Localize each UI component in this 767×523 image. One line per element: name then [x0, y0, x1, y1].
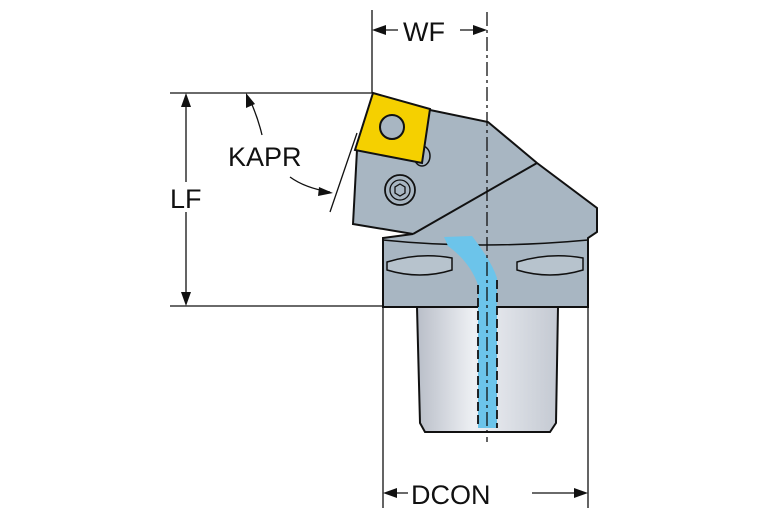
kapr-label: KAPR [228, 142, 302, 172]
kapr-edge-line [329, 132, 358, 213]
labels: WF LF KAPR DCON [170, 15, 532, 510]
hex-socket-icon [394, 183, 406, 197]
dcon-label: DCON [411, 480, 491, 510]
arrowheads [181, 25, 588, 498]
slot-left [386, 255, 453, 276]
slot-right [516, 255, 584, 276]
coolant-channel [444, 236, 497, 428]
insert-hole [379, 114, 405, 140]
clamp-split-line [412, 162, 538, 235]
wf-label: WF [403, 17, 445, 47]
lf-label: LF [170, 184, 202, 214]
